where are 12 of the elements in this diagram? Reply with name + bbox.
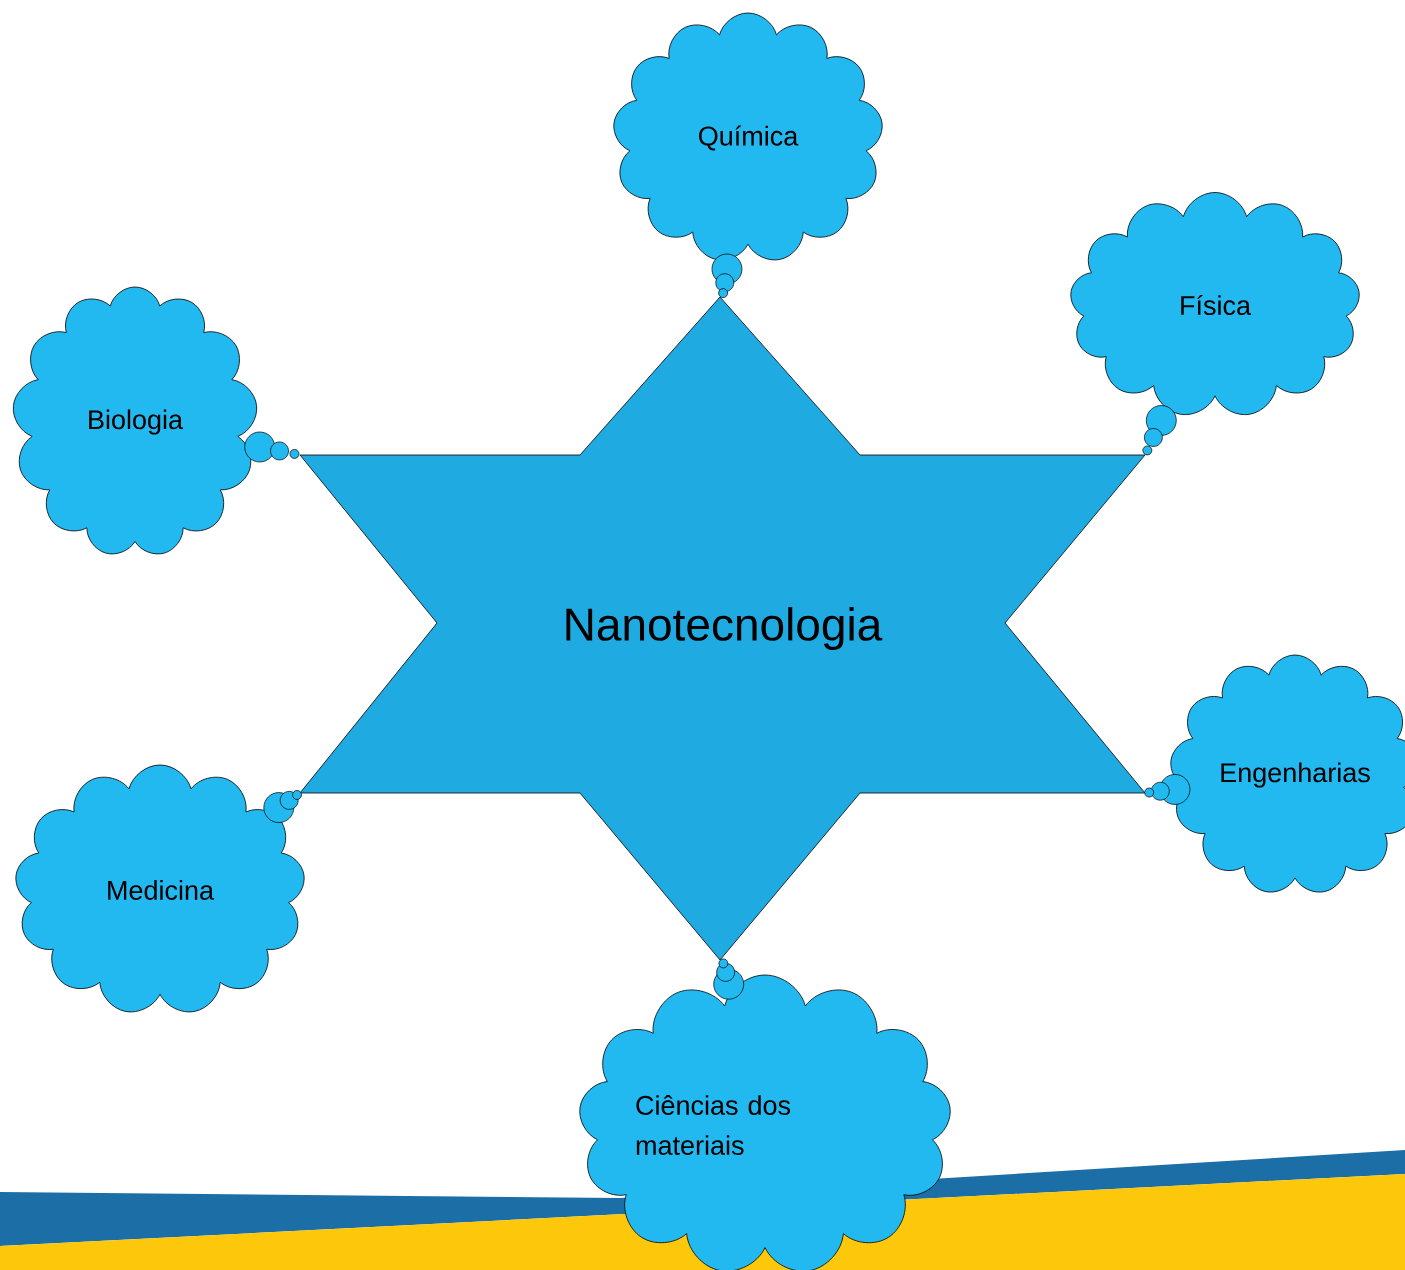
thought-bubbles [713,958,745,1000]
thought-cloud: Química [613,12,883,261]
thought-cloud: Física [1070,192,1360,415]
thought-bubbles [244,431,300,463]
thought-cloud: Ciências dos materiais [579,974,951,1270]
thought-bubbles [1142,405,1177,456]
thought-bubbles [711,253,743,298]
thought-cloud: Engenharias [1170,654,1405,893]
thought-cloud: Biologia [12,286,258,555]
thought-cloud: Medicina [15,764,305,1013]
thought-bubbles [1144,774,1191,805]
thought-bubbles [263,790,302,823]
